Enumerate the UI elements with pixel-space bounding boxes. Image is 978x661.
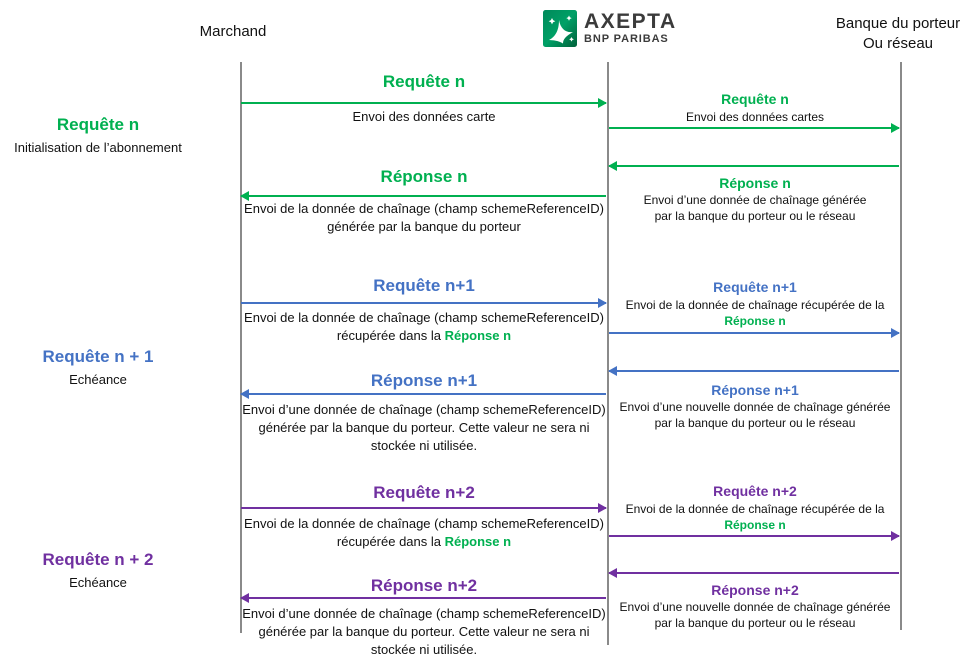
left-msg3-arrow	[241, 298, 607, 308]
lifeline-axepta	[607, 62, 609, 645]
actor-banque-line1: Banque du porteur	[835, 15, 961, 32]
left-msg2-title: Réponse n	[380, 167, 468, 186]
right-msg6-arrow	[608, 568, 899, 578]
phase-title: Requête n + 2	[42, 550, 154, 569]
reponse-n-highlight: Réponse n	[724, 314, 786, 328]
phase-subtitle: Echéance	[69, 575, 127, 590]
lifeline-marchand	[240, 62, 242, 633]
right-msg2-desc: Envoi d’une donnée de chaînage générée p…	[643, 193, 867, 223]
left-msg6-desc: Envoi d’une donnée de chaînage (champ sc…	[242, 606, 606, 657]
axepta-bnp-paribas-logo: AXEPTA BNP PARIBAS	[543, 10, 677, 47]
right-msg5-arrow	[609, 531, 900, 541]
left-msg5-desc: Envoi de la donnée de chaînage (champ sc…	[244, 516, 604, 549]
left-msg6-title: Réponse n+2	[370, 576, 478, 595]
right-msg3-desc: Envoi de la donnée de chaînage récupérée…	[609, 297, 901, 329]
left-msg4-desc: Envoi d’une donnée de chaînage (champ sc…	[242, 402, 606, 453]
reponse-n-highlight: Réponse n	[444, 328, 512, 343]
actor-marchand-label: Marchand	[199, 23, 267, 40]
left-msg3-title: Requête n+1	[373, 276, 475, 295]
right-msg2-title: Réponse n	[719, 175, 791, 191]
right-msg5-desc: Envoi de la donnée de chaînage récupérée…	[609, 501, 901, 533]
right-msg3-arrow	[609, 328, 900, 338]
logo-brand: AXEPTA	[584, 10, 677, 33]
logo-text: AXEPTA BNP PARIBAS	[584, 11, 677, 46]
right-msg6-desc: Envoi d’une nouvelle donnée de chaînage …	[619, 600, 891, 630]
reponse-n-highlight: Réponse n	[724, 518, 786, 532]
left-msg2-arrow	[240, 191, 606, 201]
logo-subbrand: BNP PARIBAS	[584, 33, 669, 45]
actor-banque-label: Banque du porteur Ou réseau	[818, 14, 978, 54]
phase-subtitle: Initialisation de l’abonnement	[14, 140, 182, 155]
right-msg5-title: Requête n+2	[713, 483, 797, 499]
actor-banque-line2: Ou réseau	[862, 35, 934, 52]
right-msg1-arrow	[609, 123, 900, 133]
right-msg4-desc: Envoi d’une nouvelle donnée de chaînage …	[619, 400, 891, 430]
phase-initialisation: Requête n Initialisation de l’abonnement	[0, 115, 196, 155]
right-msg2-arrow	[608, 161, 899, 171]
left-msg5-arrow	[241, 503, 607, 513]
phase-title: Requête n + 1	[42, 347, 154, 366]
phase-title: Requête n	[56, 115, 140, 134]
left-msg1-arrow	[241, 98, 607, 108]
left-msg2-desc: Envoi de la donnée de chaînage (champ sc…	[244, 201, 604, 234]
left-msg6-arrow	[240, 593, 606, 603]
right-msg4-title: Réponse n+1	[711, 382, 799, 398]
left-msg1-desc: Envoi des données carte	[352, 109, 496, 124]
left-msg1-title: Requête n	[382, 72, 466, 91]
left-msg3-desc: Envoi de la donnée de chaînage (champ sc…	[244, 310, 604, 343]
phase-subtitle: Echéance	[69, 372, 127, 387]
left-msg4-title: Réponse n+1	[370, 371, 478, 390]
right-msg6-title: Réponse n+2	[711, 582, 799, 598]
left-msg5-title: Requête n+2	[373, 483, 475, 502]
reponse-n-highlight: Réponse n	[444, 534, 512, 549]
right-msg1-desc: Envoi des données cartes	[685, 110, 825, 124]
phase-echeance-2: Requête n + 2 Echéance	[0, 550, 196, 590]
left-msg4-arrow	[240, 389, 606, 399]
lifeline-banque	[900, 62, 902, 630]
bnp-paribas-stars-icon	[543, 10, 577, 47]
right-msg3-title: Requête n+1	[713, 279, 797, 295]
right-msg1-title: Requête n	[721, 91, 789, 107]
phase-echeance-1: Requête n + 1 Echéance	[0, 347, 196, 387]
right-msg4-arrow	[608, 366, 899, 376]
